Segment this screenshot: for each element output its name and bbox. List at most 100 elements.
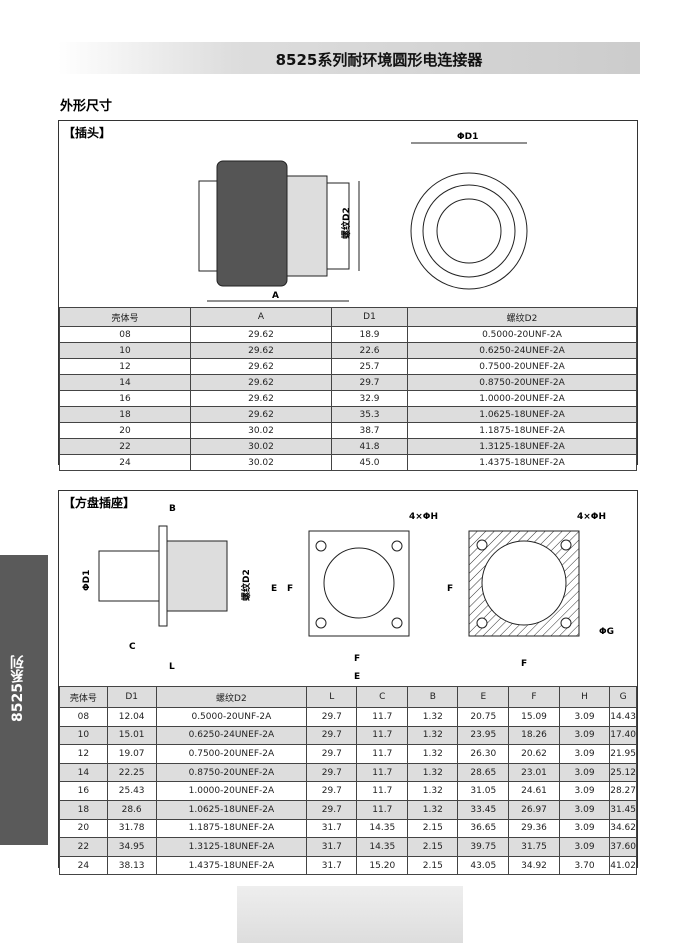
table-cell: 38.7 (331, 422, 408, 439)
table-cell: 23.95 (457, 725, 510, 746)
table-cell: 1.32 (407, 799, 459, 820)
table-cell: 29.62 (190, 406, 332, 423)
col-header: D1 (331, 307, 408, 327)
dim-b-label: B (169, 504, 176, 514)
col-header: D1 (106, 686, 157, 708)
table-cell: 37.60 (609, 837, 637, 857)
table-cell: 45.0 (331, 454, 408, 471)
table-cell: 1.0625-18UNEF-2A (155, 799, 308, 820)
table-cell: 10 (59, 342, 191, 359)
table-cell: 14.35 (356, 818, 409, 839)
table-cell: 29.36 (508, 818, 560, 839)
dim-f-label: F (287, 584, 293, 594)
col-header: L (306, 686, 358, 708)
table-cell: 34.92 (508, 855, 560, 876)
table-cell: 28.27 (609, 781, 637, 801)
table-cell: 15.01 (106, 725, 157, 746)
table-cell: 3.09 (558, 818, 611, 839)
table-cell: 2.15 (407, 818, 459, 839)
page-header: 8525系列耐环境圆形电连接器 (58, 42, 640, 74)
plug-label: 【插头】 (63, 126, 112, 140)
table-cell: 18 (59, 406, 191, 423)
table-cell: 12 (59, 744, 108, 764)
table-cell: 41.02 (609, 855, 637, 876)
table-cell: 0.5000-20UNF-2A (155, 707, 308, 727)
table-cell: 22.25 (106, 762, 157, 783)
table-cell: 29.7 (306, 707, 358, 727)
table-cell: 11.7 (356, 762, 409, 783)
dim-c-label: C (129, 642, 136, 652)
col-header: 壳体号 (59, 307, 191, 327)
table-cell: 3.09 (558, 799, 611, 820)
table-cell: 11.7 (356, 799, 409, 820)
table-cell: 11.7 (356, 781, 409, 801)
table-cell: 28.6 (106, 799, 157, 820)
dim-d1-label: ΦD1 (82, 570, 92, 591)
table-cell: 1.32 (407, 744, 459, 764)
table-cell: 11.7 (356, 744, 409, 764)
table-cell: 0.5000-20UNF-2A (407, 326, 637, 343)
table-cell: 11.7 (356, 725, 409, 746)
table-cell: 29.7 (306, 762, 358, 783)
table-cell: 31.7 (306, 855, 358, 876)
table-cell: 14.43 (609, 707, 637, 727)
table-cell: 0.8750-20UNEF-2A (155, 762, 308, 783)
table-cell: 33.45 (457, 799, 510, 820)
table-cell: 24.61 (508, 781, 560, 801)
table-cell: 1.4375-18UNEF-2A (407, 454, 637, 471)
table-cell: 22.6 (331, 342, 408, 359)
table-cell: 1.32 (407, 762, 459, 783)
table-cell: 23.01 (508, 762, 560, 783)
table-cell: 11.7 (356, 707, 409, 727)
table-cell: 3.09 (558, 781, 611, 801)
table-cell: 29.62 (190, 326, 332, 343)
table-cell: 31.7 (306, 818, 358, 839)
page-title: 8525系列耐环境圆形电连接器 (275, 51, 483, 69)
footer-bar (237, 886, 463, 943)
table-cell: 15.09 (508, 707, 560, 727)
table-cell: 15.20 (356, 855, 409, 876)
table-cell: 3.70 (558, 855, 611, 876)
table-cell: 30.02 (190, 454, 332, 471)
dim-a-label: A (272, 291, 279, 301)
table-cell: 39.75 (457, 837, 510, 857)
dim-d2-label: 螺纹D2 (340, 207, 352, 239)
table-cell: 1.32 (407, 781, 459, 801)
dim-f-label: F (521, 659, 527, 669)
dim-d1-label: ΦD1 (457, 132, 478, 142)
table-cell: 18.26 (508, 725, 560, 746)
dim-f-label: F (354, 654, 360, 664)
table-cell: 3.09 (558, 744, 611, 764)
table-cell: 0.6250-24UNEF-2A (155, 725, 308, 746)
dim-l-label: L (169, 662, 175, 672)
table-cell: 12.04 (106, 707, 157, 727)
table-cell: 2.15 (407, 837, 459, 857)
table-cell: 1.1875-18UNEF-2A (407, 422, 637, 439)
table-cell: 0.8750-20UNEF-2A (407, 374, 637, 391)
col-header: B (407, 686, 459, 708)
table-cell: 29.62 (190, 358, 332, 375)
table-cell: 25.12 (609, 762, 637, 783)
table-cell: 34.95 (106, 837, 157, 857)
table-cell: 21.95 (609, 744, 637, 764)
table-cell: 43.05 (457, 855, 510, 876)
col-header: G (609, 686, 637, 708)
table-cell: 30.02 (190, 422, 332, 439)
receptacle-label: 【方盘插座】 (63, 496, 136, 510)
table-cell: 08 (59, 326, 191, 343)
table-cell: 29.7 (306, 725, 358, 746)
table-cell: 18.9 (331, 326, 408, 343)
table-cell: 3.09 (558, 762, 611, 783)
col-header: 壳体号 (59, 686, 108, 708)
col-header: 螺纹D2 (407, 307, 637, 327)
